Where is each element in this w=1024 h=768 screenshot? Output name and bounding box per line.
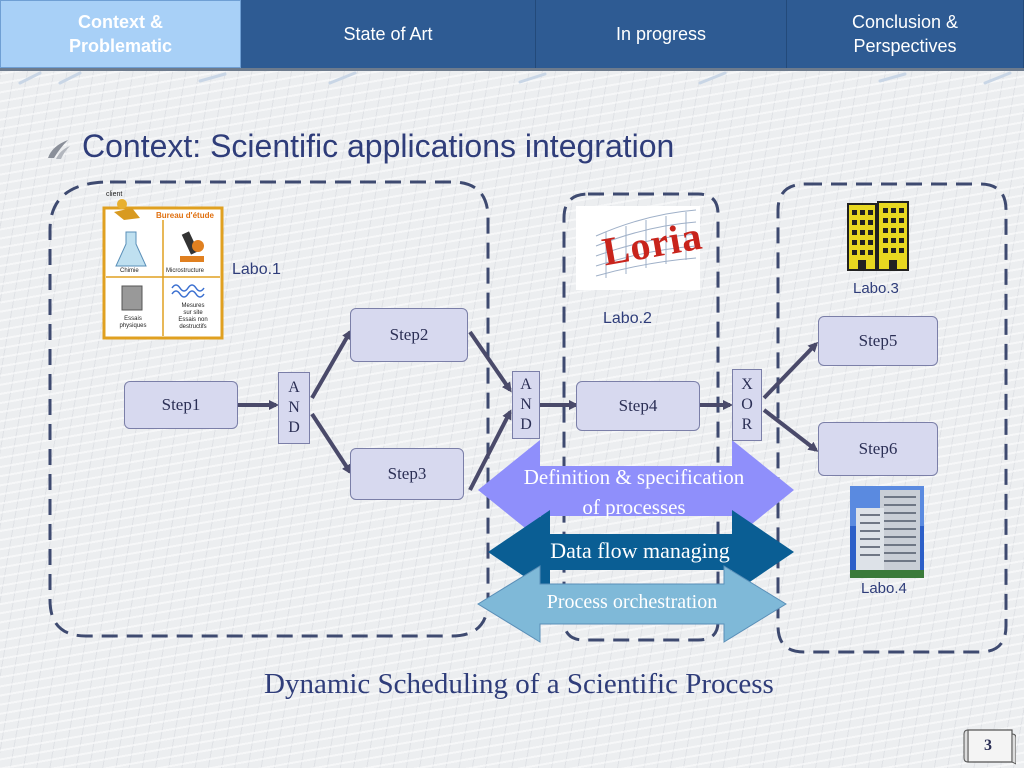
gate-letter: N — [288, 399, 300, 416]
labo3-label: Labo.3 — [853, 280, 899, 297]
labo4-label: Labo.4 — [861, 580, 907, 597]
labo2-region — [562, 192, 720, 642]
step6-box[interactable]: Step6 — [818, 422, 938, 476]
bullet-stroke-icon — [48, 140, 70, 159]
bureau-etude-icon — [102, 199, 224, 340]
top-navigation: Context & Problematic State of Art In pr… — [0, 0, 1024, 68]
orchestration-arrow-label: Process orchestration — [546, 591, 718, 613]
tab-context-problematic[interactable]: Context & Problematic — [0, 0, 241, 68]
arrow-and-step2 — [310, 329, 352, 399]
tab-conclusion-perspectives[interactable]: Conclusion & Perspectives — [787, 0, 1024, 68]
gate-letter: A — [288, 379, 300, 396]
dataflow-arrow-label: Data flow managing — [550, 538, 730, 563]
xor-gate[interactable]: X O R — [732, 369, 762, 441]
tab-in-progress[interactable]: In progress — [536, 0, 787, 68]
essais-label: Essais physiques — [119, 316, 147, 329]
step2-box[interactable]: Step2 — [350, 308, 468, 362]
client-label: client — [106, 191, 123, 198]
microstructure-label: Microstructure — [166, 268, 205, 274]
gate-letter: A — [520, 376, 532, 393]
gate-letter: N — [520, 396, 532, 413]
step5-box[interactable]: Step5 — [818, 316, 938, 366]
labo1-region — [48, 180, 490, 638]
labo4-building-icon — [850, 486, 924, 578]
gate-letter: X — [741, 376, 753, 393]
chimie-label: Chimie — [120, 268, 139, 274]
step4-box[interactable]: Step4 — [576, 381, 700, 431]
labo3-building-icon — [847, 201, 909, 271]
orchestration-arrow — [477, 565, 787, 643]
arrow-xor-step6 — [762, 408, 819, 452]
gate-letter: R — [741, 416, 753, 433]
bureau-etude-illustration: client Bureau d'étude Chimie Microstruct… — [100, 190, 224, 340]
arrow-xor-step5 — [762, 341, 819, 400]
loria-grid-icon — [595, 209, 697, 278]
labo2-label: Labo.2 — [603, 310, 652, 327]
decorative-strokes — [18, 71, 1012, 85]
gate-letter: O — [741, 396, 753, 413]
arrow-step3-and — [468, 409, 512, 491]
nav-divider — [0, 68, 1024, 71]
definition-arrow-label: Definition & specification of processes — [523, 465, 745, 519]
page-number: 3 — [984, 737, 992, 754]
labo3-4-region — [776, 182, 1008, 654]
slide-heading: Context: Scientific applications integra… — [82, 128, 675, 164]
tab-state-of-art[interactable]: State of Art — [241, 0, 536, 68]
mesures-label: Mesures sur site Essais non destructifs — [178, 303, 208, 330]
gate-letter: D — [288, 419, 300, 436]
bureau-title: Bureau d'étude — [156, 211, 214, 220]
gate-letter: D — [520, 416, 532, 433]
step1-box[interactable]: Step1 — [124, 381, 238, 429]
loria-logo: Loria — [576, 206, 706, 290]
and-gate-1[interactable]: A N D — [278, 372, 310, 444]
definition-arrow — [478, 440, 794, 540]
arrow-and-step3 — [310, 412, 352, 475]
page-number-frame — [963, 729, 1016, 765]
arrow-step2-and — [468, 330, 512, 393]
labo1-label: Labo.1 — [232, 261, 281, 278]
step3-box[interactable]: Step3 — [350, 448, 464, 500]
slide-caption: Dynamic Scheduling of a Scientific Proce… — [264, 668, 774, 700]
and-gate-2[interactable]: A N D — [512, 371, 540, 439]
dataflow-arrow — [488, 510, 794, 594]
